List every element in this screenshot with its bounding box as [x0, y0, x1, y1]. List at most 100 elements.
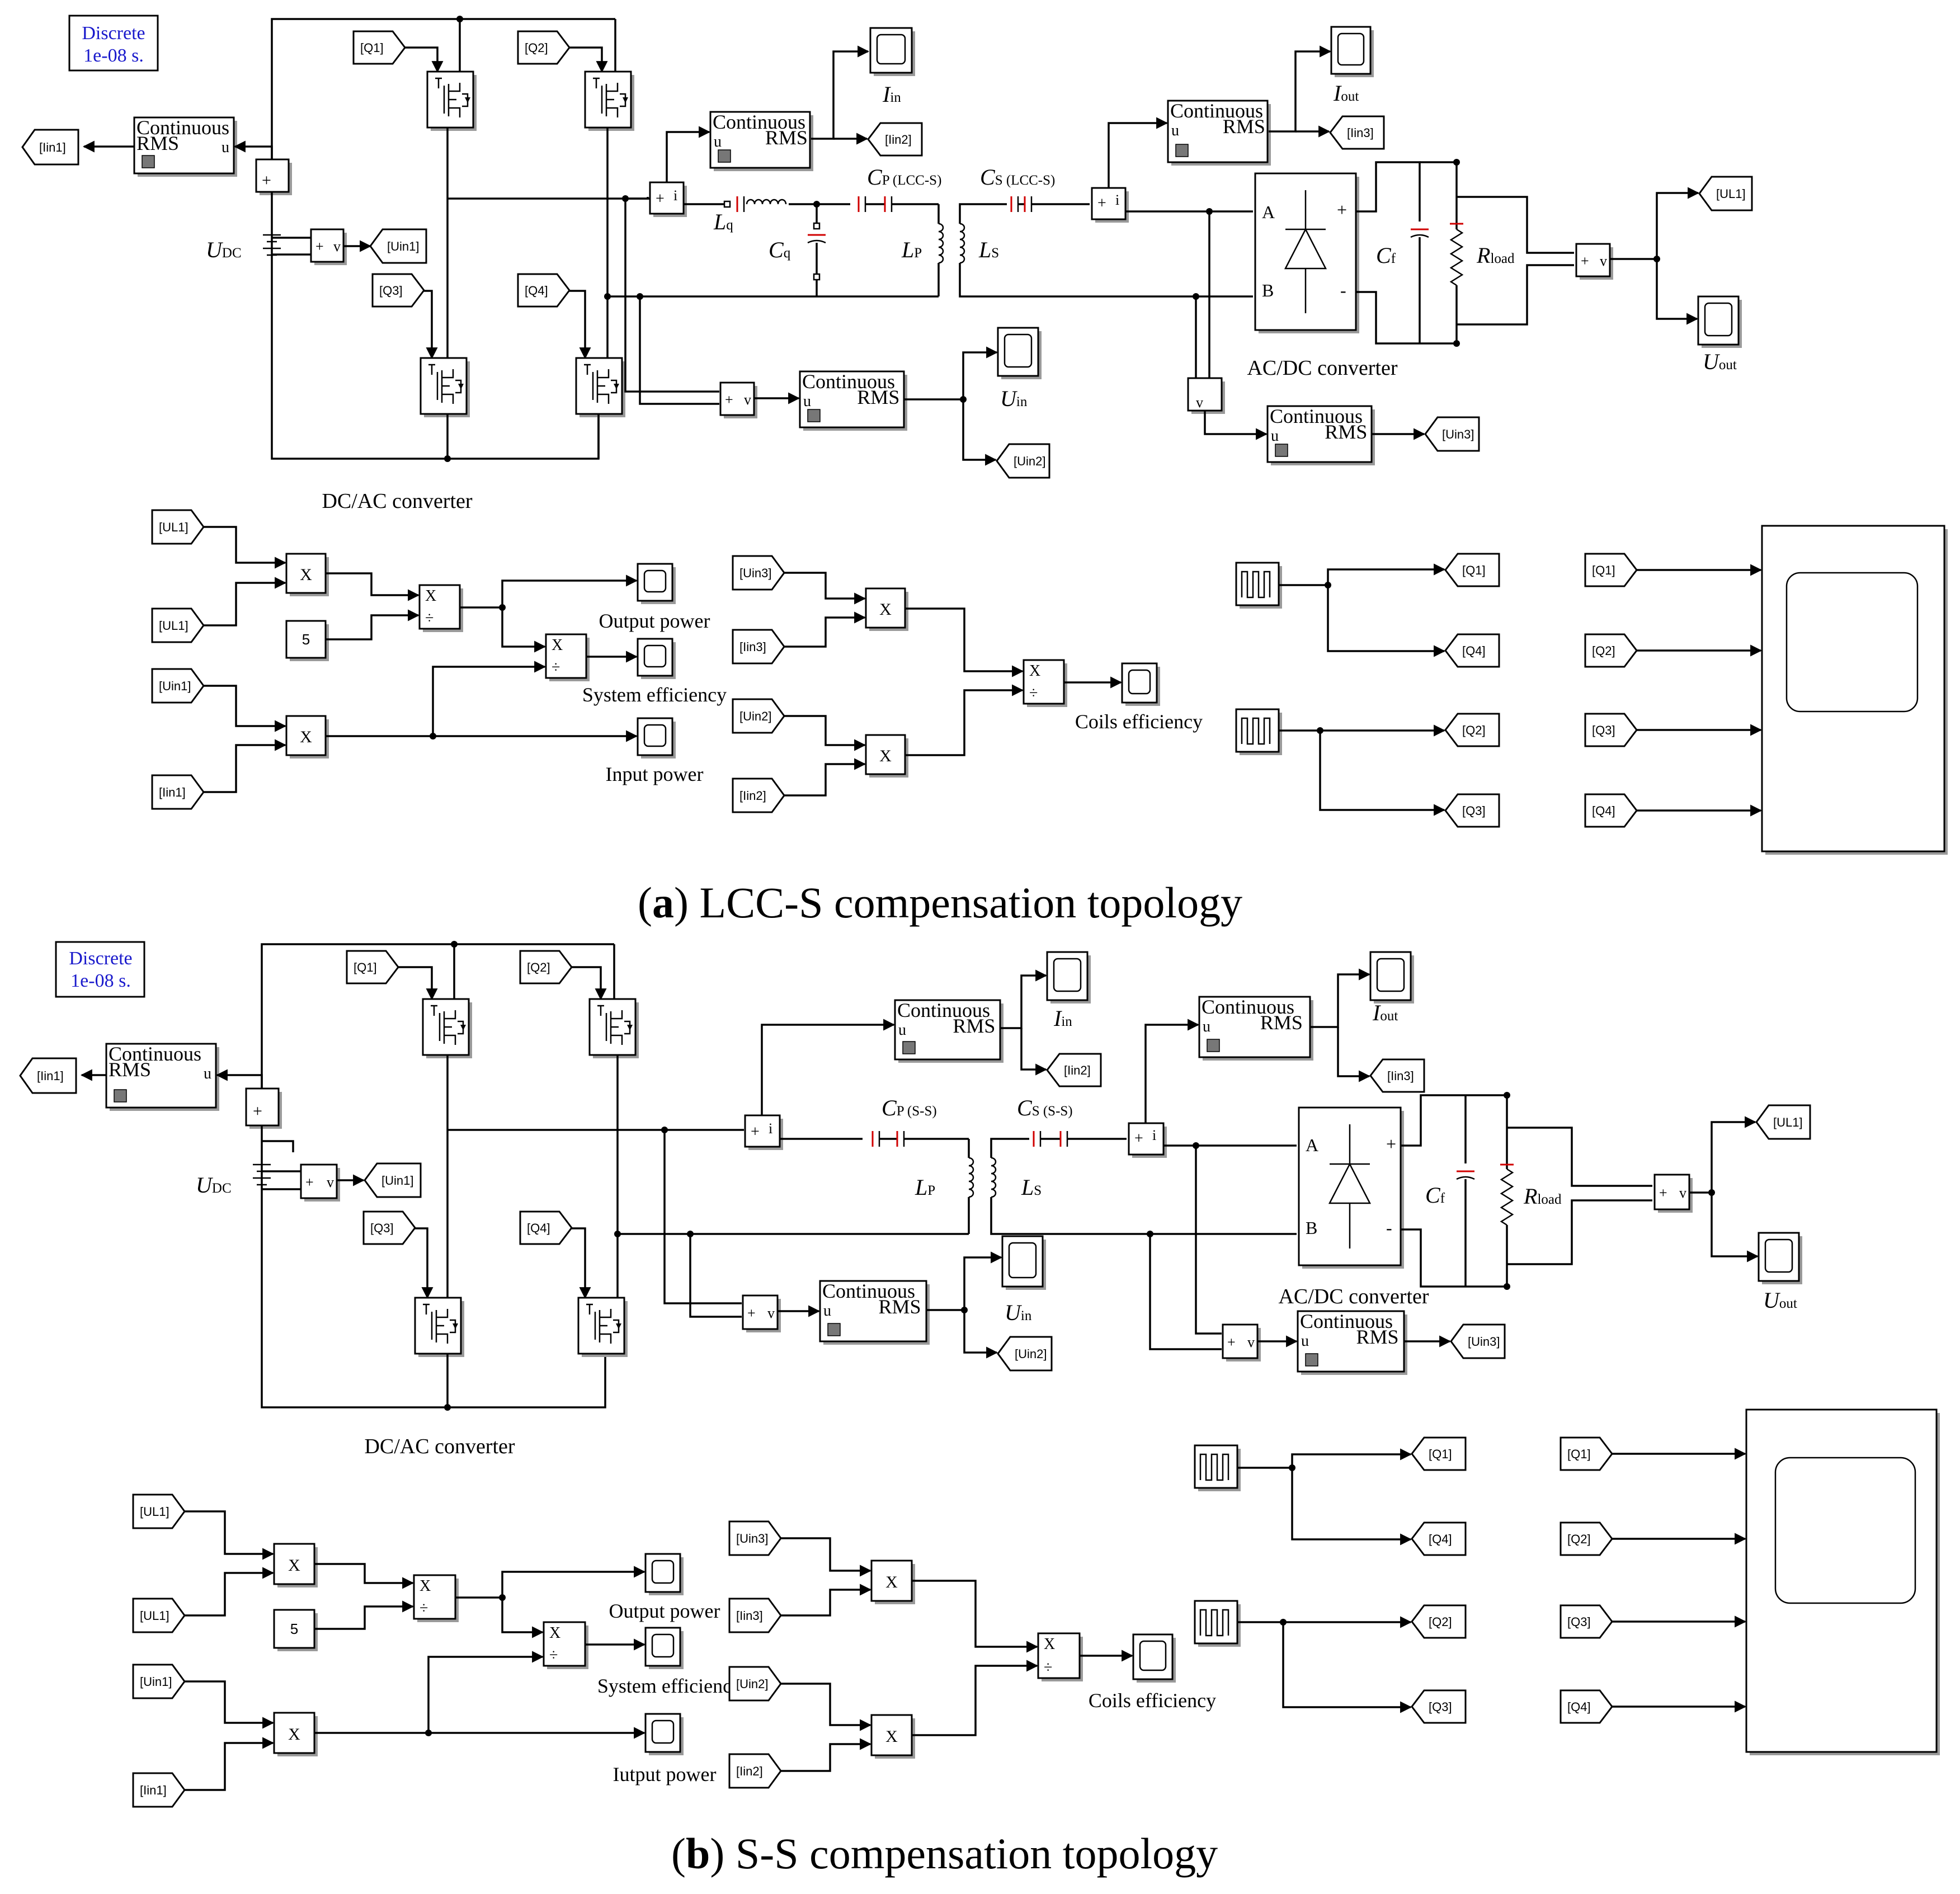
from-tag[interactable] — [732, 778, 785, 813]
product-block[interactable] — [285, 715, 327, 756]
goto-tag[interactable] — [1444, 553, 1500, 587]
from-tag[interactable] — [132, 1772, 186, 1808]
from-tag[interactable] — [1559, 1436, 1613, 1471]
voltage-meter-uin3[interactable] — [1222, 1323, 1259, 1359]
scope-block[interactable] — [644, 1627, 681, 1667]
product-block[interactable] — [865, 587, 906, 629]
goto-tag[interactable] — [1329, 115, 1385, 150]
divide-block[interactable] — [418, 584, 461, 630]
scope-block[interactable] — [637, 563, 673, 602]
pulse-generator-block[interactable] — [1194, 1444, 1238, 1489]
goto-tag[interactable] — [1698, 176, 1753, 211]
product-block[interactable] — [285, 553, 327, 594]
from-tag[interactable] — [362, 1210, 416, 1245]
from-tag[interactable] — [1584, 633, 1638, 668]
goto-tag[interactable] — [1450, 1323, 1506, 1359]
constant-block[interactable] — [273, 1609, 315, 1649]
goto-tag[interactable] — [369, 228, 427, 264]
product-block[interactable] — [870, 1560, 913, 1602]
from-tag[interactable] — [732, 629, 785, 665]
divide-block[interactable] — [545, 633, 587, 679]
from-tag[interactable] — [517, 273, 571, 308]
product-op: X — [288, 1556, 300, 1575]
current-meter-iin[interactable] — [744, 1114, 781, 1148]
from-tag[interactable] — [728, 1753, 782, 1789]
goto-tag[interactable] — [1444, 793, 1500, 828]
from-tag[interactable] — [151, 607, 205, 643]
current-meter-iin[interactable] — [649, 181, 685, 215]
from-tag[interactable] — [732, 698, 785, 734]
from-tag[interactable] — [728, 1666, 782, 1702]
from-tag[interactable] — [1559, 1689, 1613, 1724]
tag-label: [Q4] — [1592, 804, 1615, 818]
from-tag[interactable] — [1584, 553, 1638, 587]
voltage-meter-uload[interactable] — [1575, 243, 1611, 277]
divide-block[interactable] — [543, 1621, 586, 1667]
pulse-generator-block[interactable] — [1235, 562, 1280, 606]
multi-scope-block[interactable] — [1761, 525, 1945, 852]
goto-tag[interactable] — [1046, 1053, 1102, 1087]
rms-u: u — [222, 139, 229, 156]
scope-block[interactable] — [637, 638, 673, 677]
current-meter-udc[interactable] — [255, 158, 290, 193]
goto-tag[interactable] — [1444, 713, 1500, 747]
goto-tag[interactable] — [1424, 416, 1480, 452]
current-meter-iout[interactable] — [1091, 187, 1127, 220]
goto-tag[interactable] — [997, 1336, 1053, 1372]
goto-tag[interactable] — [364, 1162, 422, 1198]
from-tag[interactable] — [132, 1598, 186, 1633]
goto-tag[interactable] — [1411, 1521, 1467, 1556]
multi-scope-block[interactable] — [1745, 1408, 1938, 1753]
scope-block[interactable] — [644, 1553, 681, 1593]
from-tag[interactable] — [352, 30, 406, 65]
goto-tag[interactable] — [21, 129, 79, 166]
from-tag[interactable] — [519, 950, 573, 984]
constant-block[interactable] — [285, 620, 327, 659]
from-tag[interactable] — [371, 273, 425, 308]
from-tag[interactable] — [346, 950, 399, 984]
from-tag[interactable] — [132, 1493, 186, 1529]
from-tag[interactable] — [1559, 1604, 1613, 1639]
voltage-meter-uin[interactable] — [742, 1294, 779, 1330]
product-block[interactable] — [273, 1712, 315, 1754]
voltage-meter-udc[interactable] — [300, 1163, 338, 1199]
from-tag[interactable] — [151, 774, 205, 810]
product-block[interactable] — [870, 1714, 913, 1756]
signal-line — [781, 1683, 872, 1731]
from-tag[interactable] — [519, 1210, 573, 1245]
goto-tag[interactable] — [1369, 1058, 1425, 1093]
pulse-generator-block[interactable] — [1194, 1600, 1238, 1645]
current-meter-udc[interactable] — [245, 1087, 280, 1127]
goto-tag[interactable] — [1411, 1689, 1467, 1724]
goto-tag[interactable] — [1755, 1104, 1811, 1140]
from-tag[interactable] — [517, 30, 571, 65]
voltage-meter-uin[interactable] — [719, 381, 755, 416]
from-tag[interactable] — [728, 1598, 782, 1633]
from-tag[interactable] — [1584, 713, 1638, 747]
from-tag[interactable] — [732, 555, 785, 591]
from-tag[interactable] — [1584, 793, 1638, 828]
goto-tag[interactable] — [1411, 1436, 1467, 1471]
powergui-block[interactable] — [55, 941, 145, 998]
goto-tag[interactable] — [996, 443, 1050, 479]
from-tag[interactable] — [1559, 1521, 1613, 1556]
voltage-meter-uin3[interactable] — [1187, 377, 1223, 412]
goto-tag[interactable] — [1411, 1604, 1467, 1639]
divide-block[interactable] — [1037, 1632, 1081, 1679]
goto-tag[interactable] — [1444, 633, 1500, 668]
from-tag[interactable] — [728, 1520, 782, 1556]
pulse-generator-block[interactable] — [1235, 708, 1280, 753]
product-block[interactable] — [273, 1543, 315, 1585]
scope-block[interactable] — [637, 717, 673, 756]
goto-tag[interactable] — [867, 122, 923, 157]
goto-tag[interactable] — [19, 1057, 77, 1094]
scope-block[interactable] — [1121, 662, 1158, 704]
from-tag[interactable] — [151, 668, 205, 704]
powergui-block[interactable] — [68, 15, 159, 72]
from-tag[interactable] — [132, 1664, 186, 1699]
divide-block[interactable] — [413, 1574, 456, 1620]
tag-label: [Uin2] — [736, 1677, 768, 1691]
tag-label: [Q1] — [1592, 563, 1615, 577]
scope-block[interactable] — [644, 1713, 681, 1753]
from-tag[interactable] — [151, 509, 205, 545]
